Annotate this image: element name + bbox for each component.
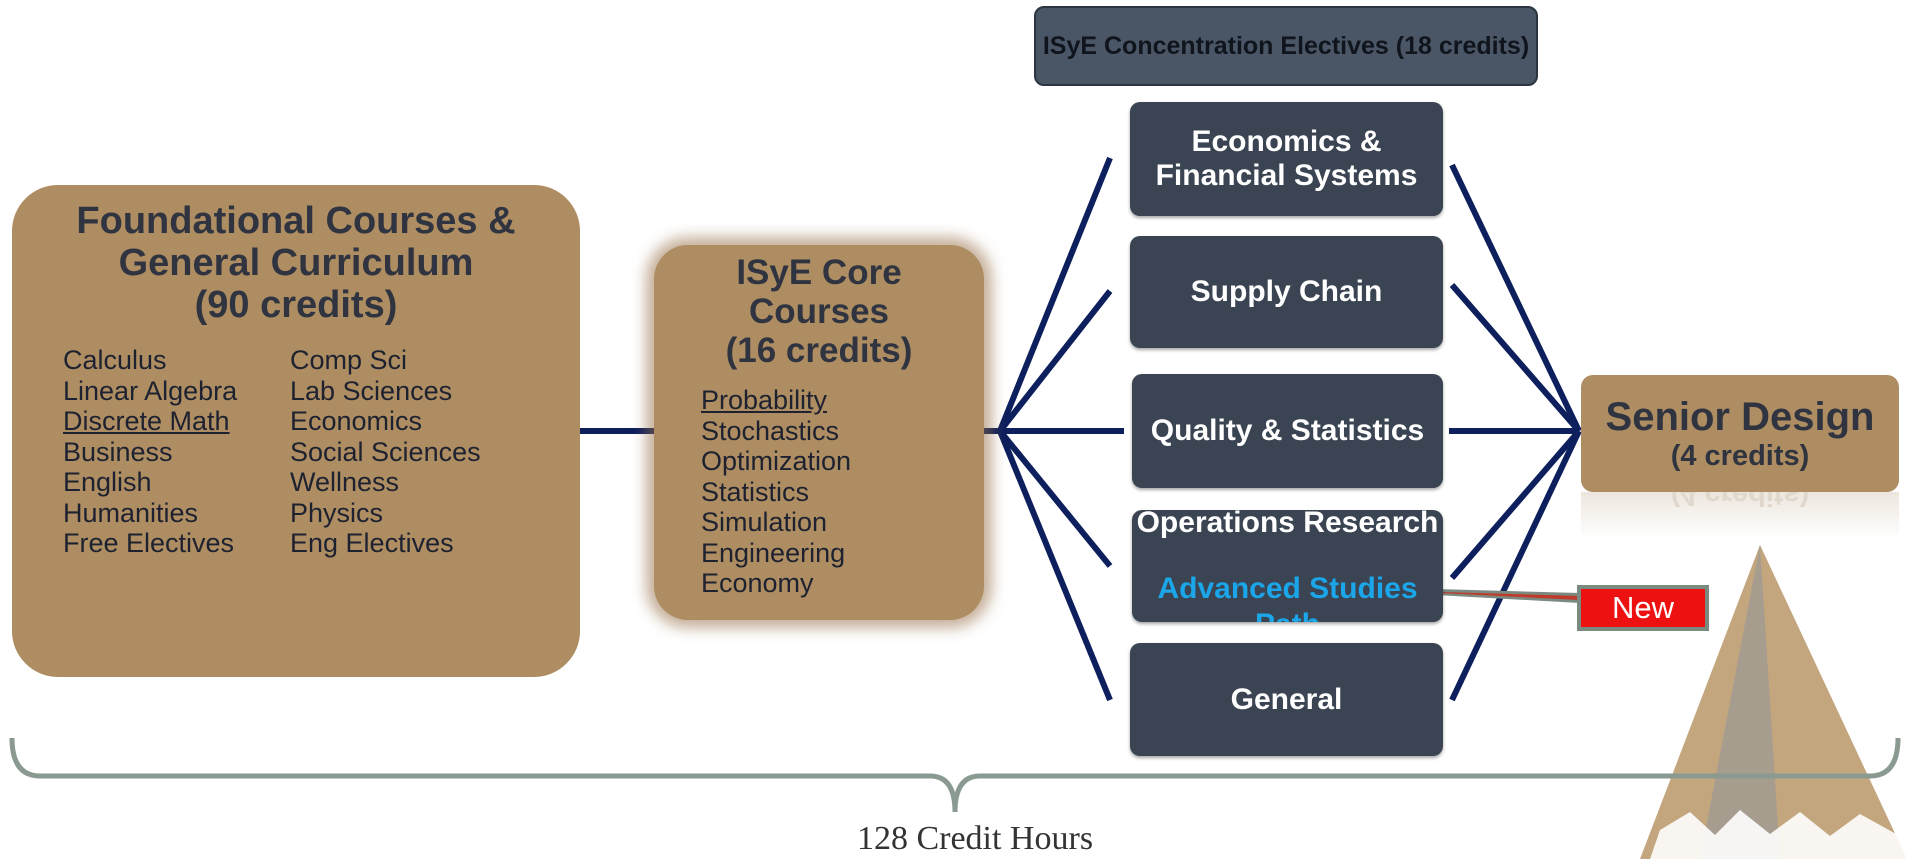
foundational-title: Foundational Courses & General Curriculu… <box>12 200 580 326</box>
core-courses-list: Probability Stochastics Optimization Sta… <box>701 385 851 599</box>
senior-design-credits: (4 credits) <box>1670 439 1810 472</box>
concentration-supply-chain: Supply Chain <box>1130 236 1443 348</box>
core-title-line2: Courses <box>748 292 890 331</box>
connector-economics-senior <box>1449 163 1582 433</box>
course-item: Physics <box>290 497 384 528</box>
tower-decoration <box>1640 545 1907 859</box>
operations-research-label: Operations Research <box>1136 510 1439 539</box>
course-item: Eng Electives <box>290 528 454 558</box>
foundational-courses-box: Foundational Courses & General Curriculu… <box>12 185 580 677</box>
concentration-header: ISyE Concentration Electives (18 credits… <box>1034 6 1538 86</box>
foundational-courses-col2: Comp Sci Lab Sciences Economics Social S… <box>290 345 481 559</box>
foundational-courses-col1: Calculus Linear Algebra Discrete Math Bu… <box>63 345 237 559</box>
course-item: Free Electives <box>63 528 235 558</box>
foundational-title-line3: (90 credits) <box>194 284 398 326</box>
new-pointer <box>1436 589 1580 603</box>
course-item: Discrete Math <box>63 406 230 436</box>
course-item: English <box>63 467 152 497</box>
concentration-general: General <box>1130 643 1443 756</box>
course-item: Social Sciences <box>290 436 481 467</box>
senior-design-title: Senior Design <box>1605 394 1875 439</box>
credit-bracket <box>9 737 1901 813</box>
core-title-line1: ISyE Core <box>736 253 902 292</box>
course-item: Optimization <box>701 446 852 476</box>
connector-operations-senior <box>1449 429 1582 580</box>
new-badge: New <box>1577 585 1709 631</box>
senior-design-box: Senior Design (4 credits) <box>1581 375 1899 492</box>
core-courses-box: ISyE Core Courses (16 credits) Probabili… <box>654 245 984 620</box>
course-item: Business <box>63 436 173 467</box>
core-title-line3: (16 credits) <box>725 331 913 370</box>
concentration-economics: Economics & Financial Systems <box>1130 102 1443 216</box>
connector-core-general <box>997 429 1113 702</box>
course-item: Humanities <box>63 497 199 528</box>
connector-general-senior <box>1449 429 1582 702</box>
course-item: Calculus <box>63 345 167 375</box>
total-credit-hours: 128 Credit Hours <box>856 820 1094 857</box>
course-item: Simulation <box>701 507 828 537</box>
connector-lines <box>580 156 1582 702</box>
connector-supply-senior <box>1449 283 1582 433</box>
course-item: Stochastics <box>701 415 840 446</box>
course-item: Economics <box>290 406 423 436</box>
course-item: Statistics <box>701 476 810 507</box>
concentration-quality-statistics: Quality & Statistics <box>1132 374 1443 488</box>
concentration-operations-research: Operations Research Advanced Studies Pat… <box>1132 510 1443 622</box>
course-item: Engineering <box>701 537 846 568</box>
foundational-title-line2: General Curriculum <box>118 242 474 284</box>
senior-design-reflection-text: (4 credits) <box>1670 492 1810 511</box>
connector-core-operations <box>997 429 1113 568</box>
course-item: Lab Sciences <box>290 375 453 406</box>
course-item: Probability <box>701 385 828 415</box>
advanced-studies-label: Advanced Studies Path <box>1157 572 1418 622</box>
foundational-title-line1: Foundational Courses & <box>76 200 516 242</box>
course-item: Comp Sci <box>290 345 408 375</box>
connector-core-economics <box>997 156 1113 433</box>
connector-core-supply <box>997 289 1113 433</box>
senior-design-reflection: (4 credits) <box>1581 492 1899 538</box>
course-item: Wellness <box>290 467 400 497</box>
course-item: Economy <box>701 568 814 598</box>
core-title: ISyE Core Courses (16 credits) <box>654 253 984 370</box>
course-item: Linear Algebra <box>63 375 238 406</box>
